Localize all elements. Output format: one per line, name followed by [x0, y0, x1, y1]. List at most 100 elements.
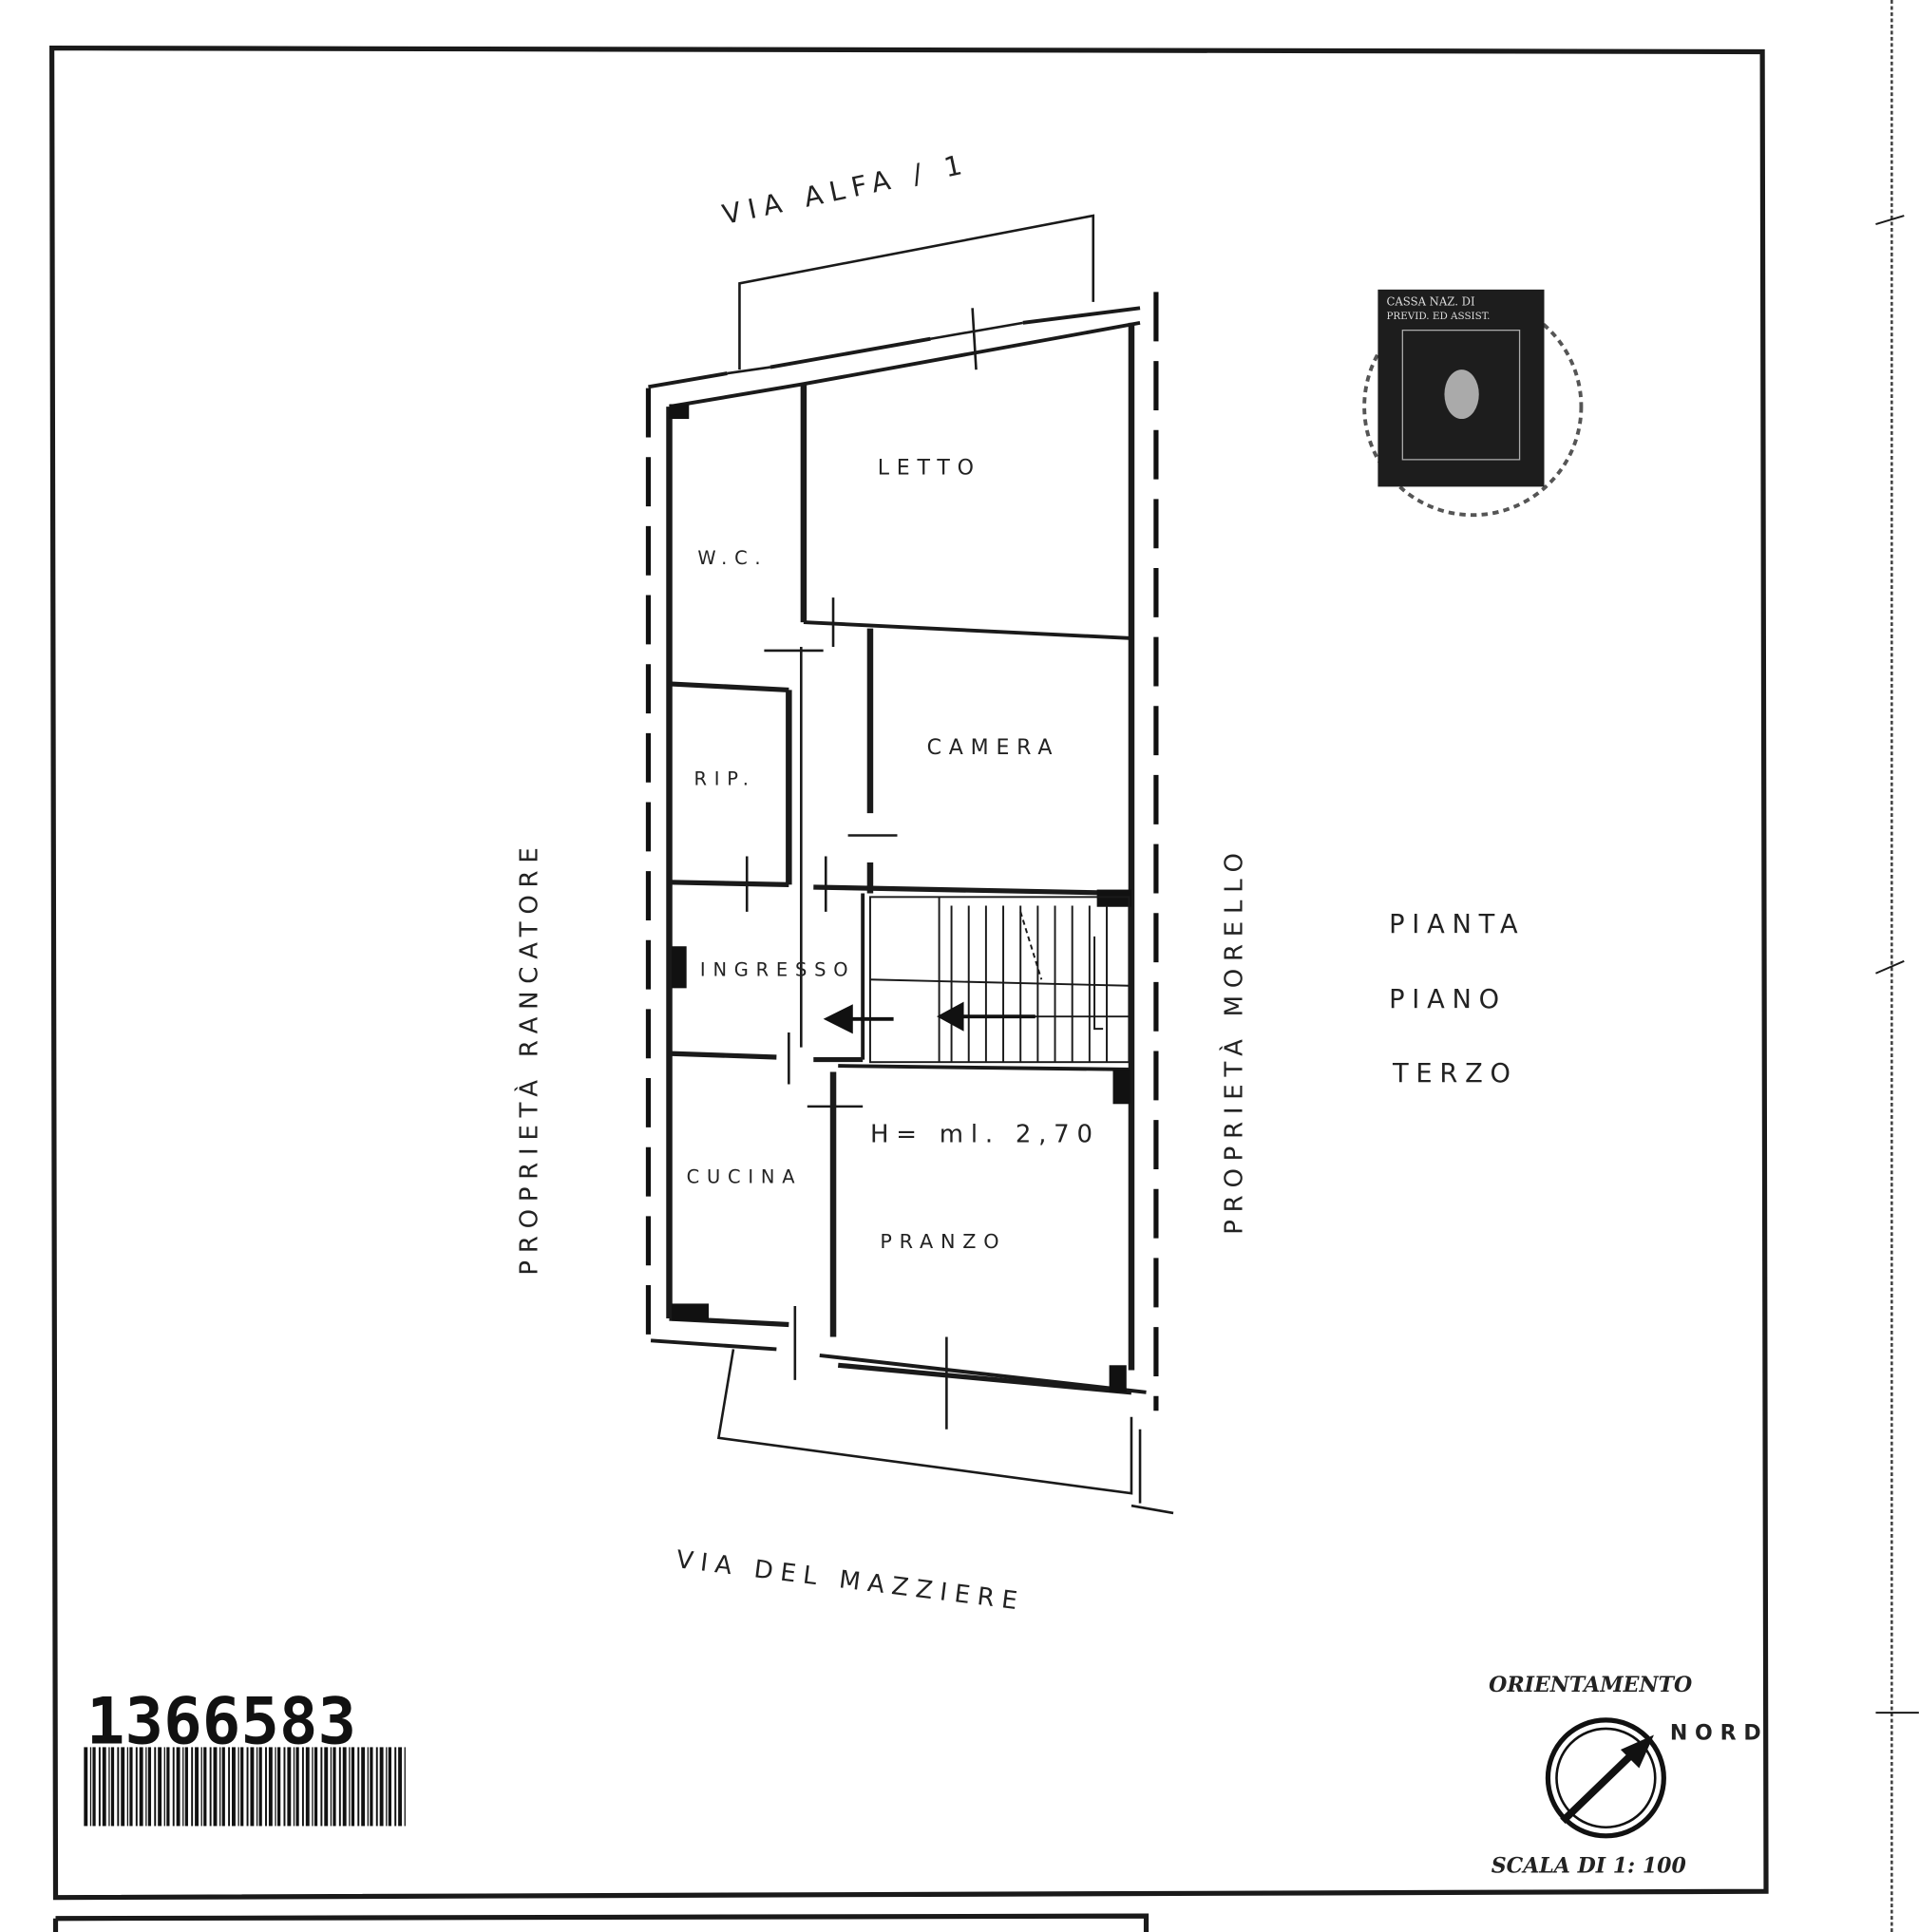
barcode-bar [200, 1747, 202, 1827]
neighbor-left-label: PROPRIETÀ RANCATORE [514, 840, 544, 1275]
room-ingresso: INGRESSO [700, 958, 855, 980]
room-camera: CAMERA [927, 736, 1060, 760]
north-label: NORD [1670, 1722, 1769, 1746]
orientation-label: ORIENTAMENTO [1489, 1673, 1693, 1697]
plan-title-line-1: PIANTA [1389, 910, 1525, 939]
barcode-bar [398, 1747, 403, 1827]
arrow-icon [823, 1001, 1036, 1034]
room-cucina: CUCINA [687, 1165, 803, 1187]
neighbor-right-label: PROPRIETÀ MORELLO [1219, 845, 1249, 1235]
barcode-bar [275, 1747, 276, 1827]
compass-icon [1545, 1717, 1666, 1839]
barcode-bar [295, 1747, 299, 1827]
barcode-bar [349, 1747, 351, 1827]
room-pranzo: PRANZO [880, 1230, 1006, 1253]
street-bottom-label: VIA DEL MAZZIERE [674, 1545, 1026, 1617]
barcode-bar [110, 1747, 115, 1827]
balcony-top [738, 214, 1095, 370]
barcode-bar [351, 1747, 355, 1827]
barcode-bar [176, 1747, 180, 1827]
barcode-bar [314, 1747, 318, 1827]
barcode-bar [386, 1747, 388, 1827]
property-boundary [645, 292, 1159, 1411]
barcode-bar [92, 1747, 96, 1827]
barcode-bar [98, 1747, 101, 1827]
svg-text:PREVID. ED ASSIST.: PREVID. ED ASSIST. [1386, 311, 1490, 322]
barcode-bar [361, 1747, 366, 1827]
barcode-bar [357, 1747, 360, 1827]
drawing-frame [49, 0, 1919, 1932]
barcode-bar [404, 1747, 406, 1827]
barcode: 1366583 [84, 1684, 406, 1827]
barcode-bar [287, 1747, 292, 1827]
columns [669, 404, 1131, 1392]
barcode-bar [203, 1747, 207, 1827]
barcode-bar [166, 1747, 170, 1827]
barcode-bar [370, 1747, 373, 1827]
barcode-bar [145, 1747, 147, 1827]
barcode-bar [320, 1747, 323, 1827]
barcode-bar [154, 1747, 157, 1827]
balcony-bottom [716, 1349, 1174, 1515]
scale-label: SCALA DI 1: 100 [1492, 1854, 1687, 1879]
barcode-bar [163, 1747, 165, 1827]
svg-text:CASSA NAZ. DI: CASSA NAZ. DI [1386, 295, 1474, 309]
barcode-bar [265, 1747, 267, 1827]
barcode-bar [228, 1747, 231, 1827]
ceiling-height-note: H= ml. 2,70 [870, 1120, 1100, 1148]
barcode-bar [367, 1747, 369, 1827]
barcode-bar [195, 1747, 199, 1827]
barcode-bar [268, 1747, 273, 1827]
barcode-bar [258, 1747, 262, 1827]
room-wc: W.C. [697, 547, 768, 569]
walls [648, 306, 1147, 1395]
barcode-bar [312, 1747, 314, 1827]
plan-title-line-3: TERZO [1392, 1059, 1518, 1089]
barcode-bar [209, 1747, 212, 1827]
barcode-bar [250, 1747, 255, 1827]
barcode-bar [332, 1747, 336, 1827]
barcode-bar [108, 1747, 110, 1827]
barcode-bar [219, 1747, 221, 1827]
barcode-bar [256, 1747, 258, 1827]
barcode-bar [394, 1747, 397, 1827]
barcode-bar [283, 1747, 286, 1827]
barcode-bar [338, 1747, 341, 1827]
barcode-bar [277, 1747, 281, 1827]
barcode-bar [129, 1747, 133, 1827]
barcode-bar [221, 1747, 225, 1827]
barcode-bar [330, 1747, 332, 1827]
barcode-bar [147, 1747, 152, 1827]
street-top-label: VIA ALFA / 1 [719, 148, 972, 231]
barcode-bar [84, 1747, 88, 1827]
barcode-bar [342, 1747, 347, 1827]
barcode-bar [139, 1747, 143, 1827]
barcode-bar [232, 1747, 236, 1827]
barcode-bar [324, 1747, 329, 1827]
barcode-bar [379, 1747, 384, 1827]
staircase [868, 896, 1130, 1064]
barcode-number: 1366583 [86, 1684, 356, 1759]
room-letto: LETTO [878, 456, 981, 480]
barcode-bar [375, 1747, 378, 1827]
barcode-bar [126, 1747, 129, 1827]
barcode-bar [182, 1747, 184, 1827]
barcode-bar [240, 1747, 244, 1827]
plan-title-line-2: PIANO [1389, 985, 1507, 1014]
barcode-bar [158, 1747, 162, 1827]
barcode-bar [246, 1747, 249, 1827]
revenue-stamp: CASSA NAZ. DI PREVID. ED ASSIST. [1362, 289, 1584, 518]
barcode-bar [135, 1747, 138, 1827]
barcode-bar [102, 1747, 106, 1827]
barcode-bar [191, 1747, 194, 1827]
barcode-bar [121, 1747, 125, 1827]
barcode-bar [184, 1747, 188, 1827]
barcode-bar [89, 1747, 92, 1827]
room-rip: RIP. [694, 767, 755, 789]
barcode-bar [117, 1747, 120, 1827]
barcode-bar [213, 1747, 218, 1827]
barcode-bar [305, 1747, 310, 1827]
barcode-bar [301, 1747, 304, 1827]
barcode-bar [388, 1747, 391, 1827]
